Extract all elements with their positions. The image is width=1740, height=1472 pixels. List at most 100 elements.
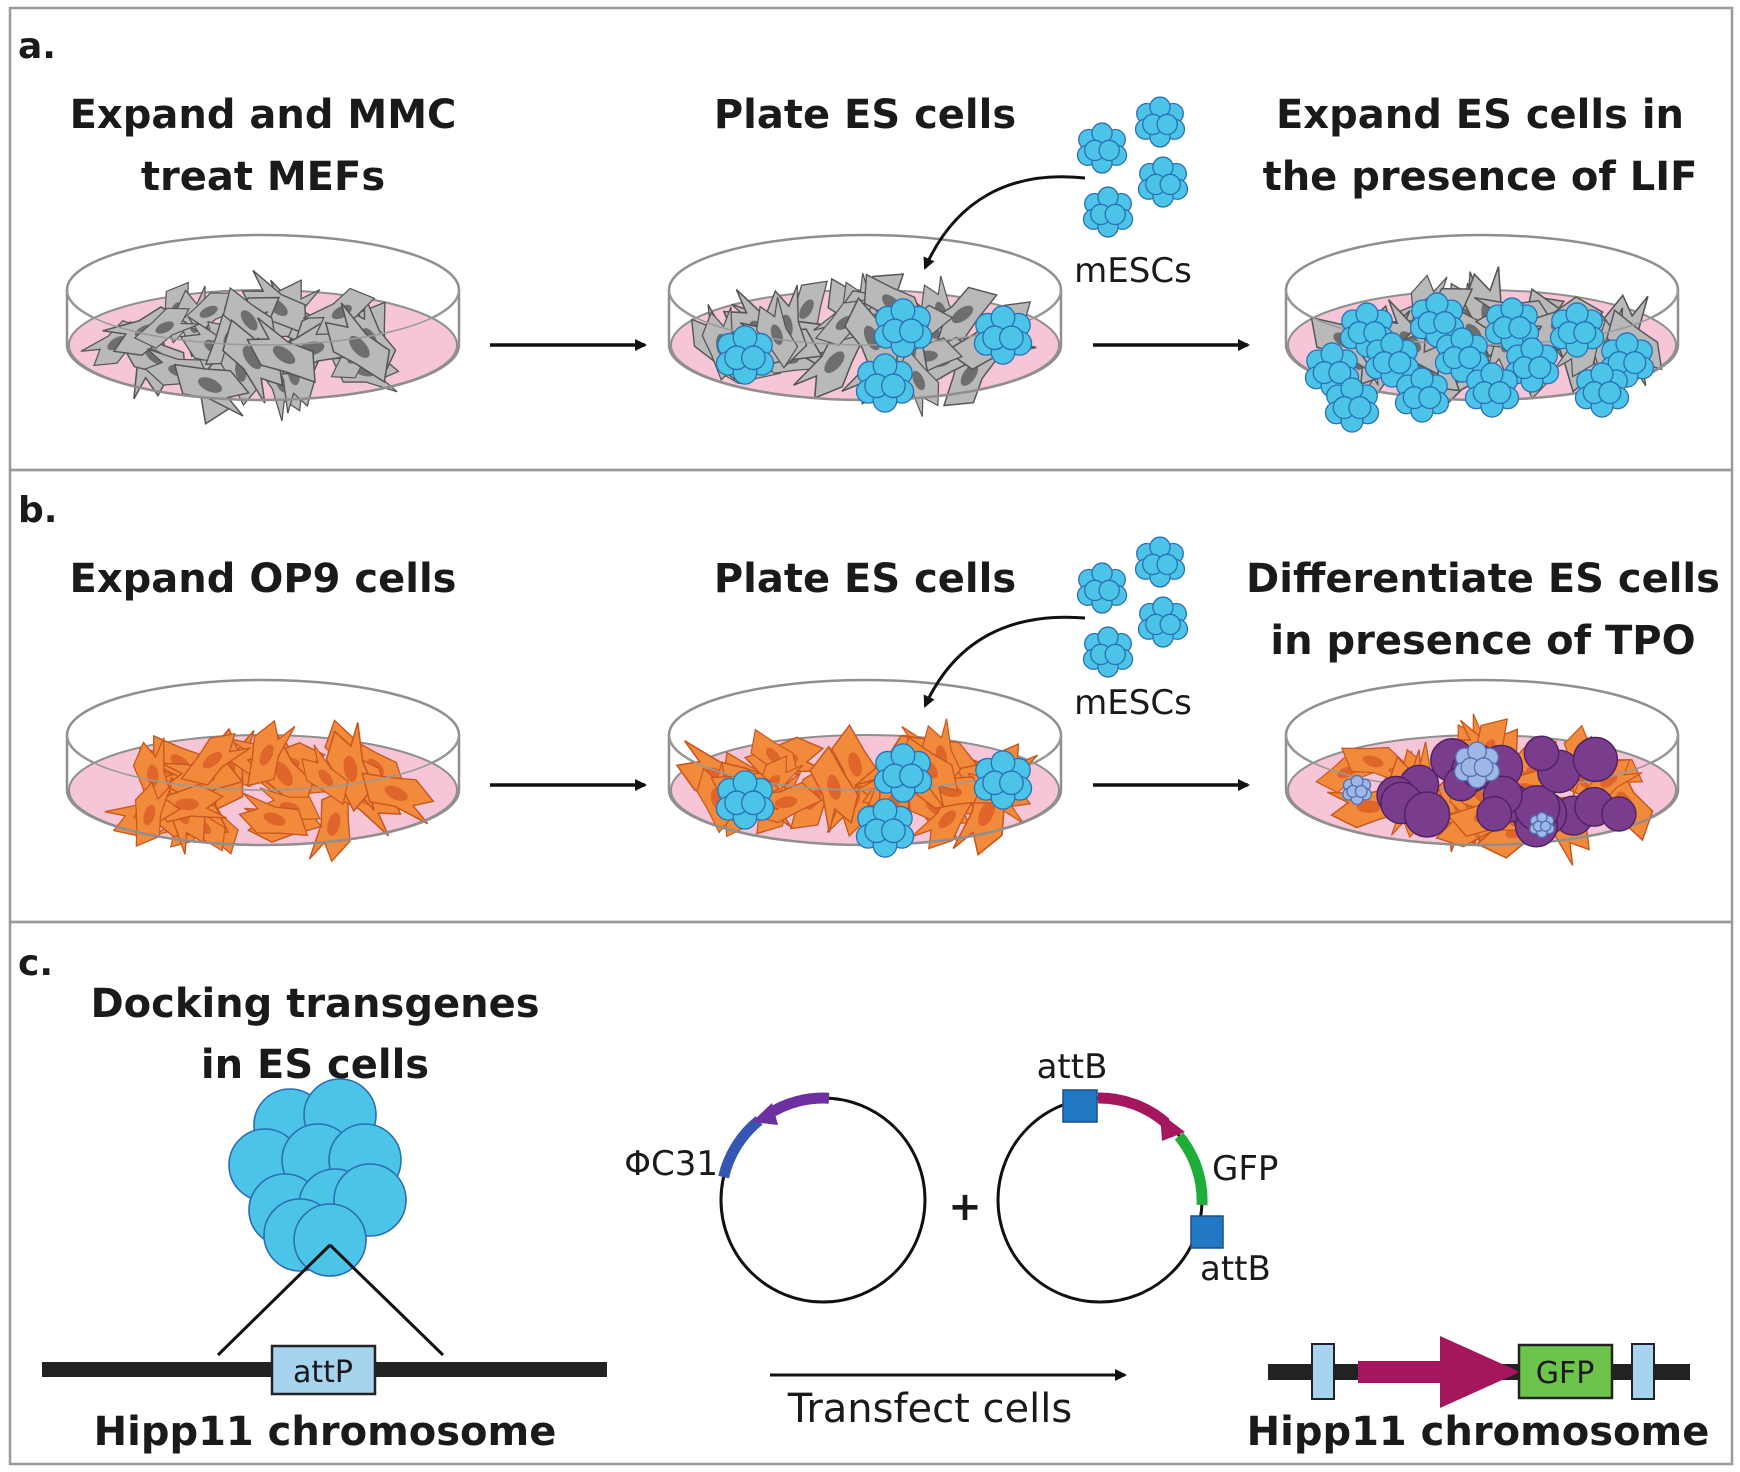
es-cell-colony [1324,377,1380,433]
cell-nucleus [155,321,174,334]
cell-nucleus [774,796,798,809]
plus-sign: + [948,1184,982,1230]
feeder-cell [324,302,391,384]
es-cell-colony [1082,626,1134,678]
es-cell-colony [1453,741,1501,789]
cell-nucleus [1600,774,1618,788]
feeder-cell [301,744,349,806]
cell-nucleus [343,755,358,782]
es-cell-colony [855,798,915,858]
gfp-arc [1174,1132,1208,1206]
dish-rim-inner [66,289,460,346]
es-cell-colony [1082,186,1134,238]
differentiated-cell [1403,791,1451,838]
cell-nucleus [318,769,334,787]
es-cell-colony [855,353,915,413]
es-cell-colony [1549,302,1605,358]
phic31-arrowhead [752,1103,778,1125]
transfect-label: Transfect cells [787,1386,1072,1432]
right-attb-box-2 [1631,1343,1655,1400]
cell-nucleus [349,335,370,358]
es-cell [740,345,766,371]
feeder-cell [173,363,250,417]
feeder-cell [1340,746,1407,785]
cell-nucleus [143,804,156,826]
es-cell-colony [1574,362,1630,418]
maroon-arc-arrowhead [1160,1113,1185,1141]
es-cell [1156,113,1178,136]
es-cell-colony [1134,536,1186,588]
panel-b-step3-title-line1: Differentiate ES cells [1246,556,1720,602]
es-cell-colony [1076,122,1128,174]
es-cell-colony [1364,332,1420,388]
cell-nucleus [1362,755,1384,768]
panel-a-dish-2 [667,233,1063,417]
cell-nucleus [331,304,352,320]
panel-a-step1-title-line2: treat MEFs [141,154,385,200]
cell-nucleus [263,812,286,826]
es-cell-colony [1394,367,1450,423]
attp-label: attP [293,1355,353,1390]
maroon-arc [1097,1092,1170,1128]
attb-box-bottom [1190,1215,1224,1249]
dish-rim-inner [1285,734,1679,791]
cell-nucleus [240,310,258,331]
feeder-cell [222,286,278,361]
differentiated-cell [1523,735,1560,772]
cell-nucleus [960,364,979,386]
panel-b-step2-title: Plate ES cells [714,556,1016,602]
docking-line-right [328,1243,445,1357]
phic31-label: ΦC31 [624,1144,718,1184]
dish-rim-front [1284,789,1680,847]
maroon-arrow-head [1440,1336,1520,1408]
differentiated-cell [1476,795,1513,832]
differentiated-cell [1572,736,1619,783]
feeder-cell [246,317,316,384]
es-cell [898,763,924,789]
panel-a-step1-title-line1: Expand and MMC [70,92,457,138]
es-cell [1354,784,1368,798]
es-cell [1098,139,1120,162]
phic31-arc [718,1116,763,1179]
es-cell [293,1203,367,1277]
es-cell [1348,396,1372,420]
result-gfp-box [1517,1343,1614,1400]
es-cell [1528,356,1552,380]
panel-a-mesc-cluster [1076,96,1189,238]
feeder-cell [361,772,435,825]
es-cell [1104,643,1126,666]
panel-c-label: c. [18,943,53,984]
cell-nucleus [202,752,222,769]
panel-a-label: a. [18,26,56,67]
cell-nucleus [827,774,841,800]
cell-nucleus [327,812,341,836]
cell-nucleus [272,345,296,365]
panel-a-dish-3 [1284,233,1680,433]
es-cell [1098,579,1120,602]
es-cell-colony [1599,332,1655,388]
es-cell [1159,173,1181,196]
es-cell-colony [1504,337,1560,393]
panel-b-label: b. [18,490,57,531]
es-cell-colony [1134,96,1186,148]
es-cell [880,818,906,844]
feeder-cell [134,781,172,847]
cell-nucleus [799,299,814,319]
es-cell [1598,381,1622,405]
differentiated-cell [1601,796,1637,832]
es-cell-colony [1137,596,1189,648]
es-cell [1418,386,1442,410]
panel-a-dish-1 [65,233,461,425]
cell-nucleus [198,377,223,393]
panel-c-es-colony [228,1078,407,1277]
feeder-cell [238,792,309,837]
panel-c-title-line2: in ES cells [201,1042,429,1088]
es-cell [998,770,1024,796]
es-cell [1508,316,1532,340]
dish-rim-inner [668,289,1062,346]
es-cell [998,325,1024,351]
chromosome-right-label: Hipp11 chromosome [1247,1409,1710,1455]
gfp-plasmid-label: GFP [1212,1149,1278,1189]
es-cell [1473,757,1494,778]
panel-b-step1-title: Expand OP9 cells [70,556,457,602]
